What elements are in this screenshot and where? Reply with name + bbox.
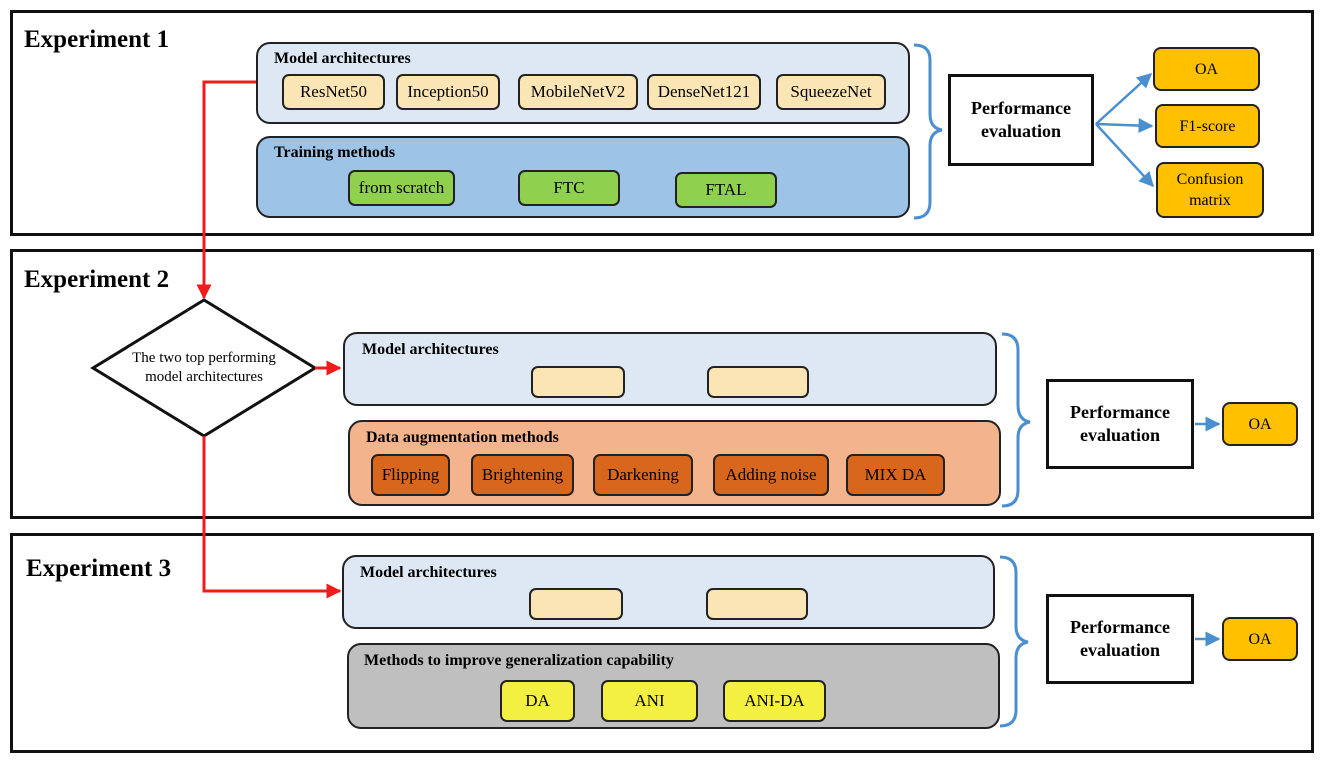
exp1-bracket (913, 43, 943, 220)
exp2-bracket (1001, 332, 1031, 508)
exp3-model-architectures-panel (342, 555, 995, 629)
da-mix-da: MIX DA (846, 454, 945, 496)
exp2-data-augmentation-title: Data augmentation methods (366, 429, 559, 446)
exp2-top-model-2 (707, 366, 809, 398)
exp2-performance-evaluation: Performance evaluation (1046, 379, 1194, 469)
flow-arrow-exp1-to-decision (196, 80, 256, 300)
gen-method-ani-da: ANI-DA (723, 680, 826, 722)
gen-method-ani: ANI (601, 680, 698, 722)
gen-method-da: DA (500, 680, 575, 722)
exp1-metric-confusion-matrix: Confusion matrix (1156, 162, 1264, 218)
exp3-bracket (999, 555, 1029, 728)
exp1-performance-evaluation: Performance evaluation (948, 74, 1094, 166)
da-brightening: Brightening (471, 454, 574, 496)
eval-arrow-to-f1-score (1095, 118, 1154, 134)
flow-arrow-decision-to-exp3-models (202, 436, 342, 599)
eval-arrow-to-oa (1095, 72, 1153, 125)
model-inception50: Inception50 (396, 74, 500, 110)
training-ftc: FTC (518, 170, 620, 206)
exp2-top-model-1 (531, 366, 625, 398)
exp1-metric-oa: OA (1153, 47, 1260, 91)
exp1-model-architectures-title: Model architectures (274, 50, 411, 67)
model-resnet50: ResNet50 (282, 74, 385, 110)
experiment-1-title: Experiment 1 (24, 26, 170, 53)
exp3-model-architectures-title: Model architectures (360, 564, 497, 581)
exp3-performance-evaluation: Performance evaluation (1046, 594, 1194, 684)
exp1-training-methods-title: Training methods (274, 144, 396, 161)
model-mobilenetv2: MobileNetV2 (518, 74, 638, 110)
exp3-top-model-1 (529, 588, 623, 620)
exp3-metric-oa: OA (1222, 617, 1298, 661)
model-squeezenet: SqueezeNet (776, 74, 886, 110)
exp1-metric-f1-score: F1-score (1155, 104, 1260, 148)
decision-text: The two top performing model architectur… (132, 350, 276, 385)
training-ftal: FTAL (675, 172, 777, 208)
model-densenet121: DenseNet121 (647, 74, 761, 110)
da-adding-noise: Adding noise (713, 454, 829, 496)
da-darkening: Darkening (593, 454, 693, 496)
exp2-model-architectures-title: Model architectures (362, 341, 499, 358)
exp3-top-model-2 (706, 588, 808, 620)
training-from-scratch: from scratch (348, 170, 455, 206)
exp2-metric-oa: OA (1222, 402, 1298, 446)
eval-arrow-to-confusion-matrix (1095, 123, 1155, 188)
experiment-3-title: Experiment 3 (26, 555, 172, 582)
experiment-2-title: Experiment 2 (24, 266, 170, 293)
exp2-model-architectures-panel (343, 332, 997, 406)
da-flipping: Flipping (371, 454, 450, 496)
exp3-generalization-methods-title: Methods to improve generalization capabi… (364, 652, 674, 669)
